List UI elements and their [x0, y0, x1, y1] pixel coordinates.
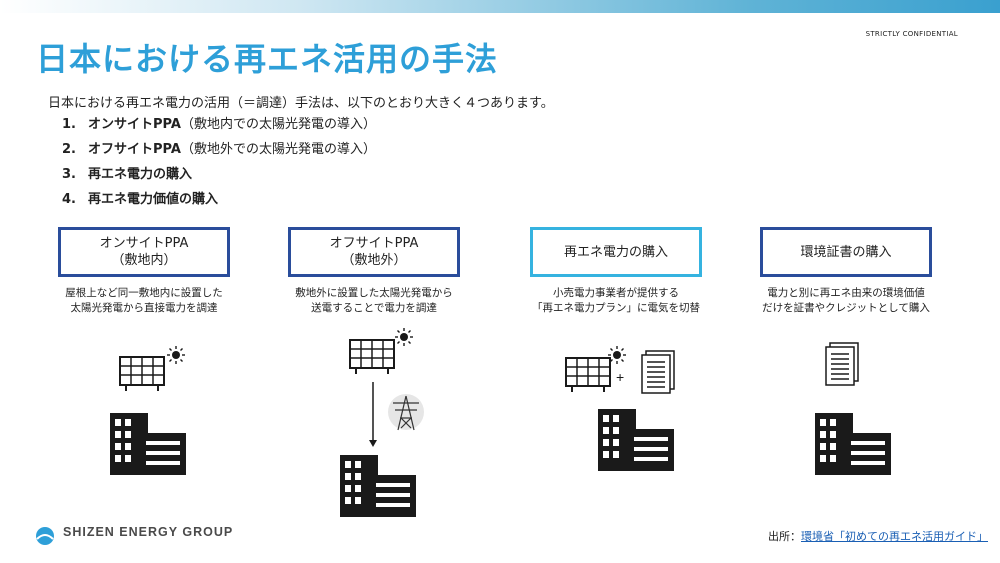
card-description: 屋根上など同一敷地内に設置した太陽光発電から直接電力を調達: [65, 287, 223, 314]
source-citation: 出所：環境省「初めての再エネ活用ガイド」: [768, 528, 988, 544]
card-description: 電力と別に再エネ由来の環境価値だけを証書やクレジットとして購入: [762, 287, 930, 314]
source-label: 出所：: [768, 530, 801, 543]
top-gradient-bar: [0, 0, 1000, 13]
sun-icon: [166, 345, 186, 365]
card-green-power-purchase: 再エネ電力の購入: [530, 227, 702, 277]
card-title: オンサイトPPA: [99, 236, 189, 251]
company-logo: SHIZEN ENERGY GROUP: [57, 525, 233, 539]
card-description: 敷地外に設置した太陽光発電から送電することで電力を調達: [295, 287, 453, 314]
card-title: 環境証書の購入: [800, 244, 892, 260]
card-onsite-ppa: オンサイトPPA （敷地内）: [58, 227, 230, 277]
plus-sign: +: [616, 369, 624, 385]
source-link[interactable]: 環境省「初めての再エネ活用ガイド」: [801, 530, 988, 543]
transmission-tower-icon: [388, 394, 424, 431]
methods-list: 1.オンサイトPPA（敷地内での太陽光発電の導入） 2.オフサイトPPA（敷地外…: [62, 114, 376, 214]
card-title: オフサイトPPA: [329, 236, 419, 251]
list-item: 3.再エネ電力の購入: [62, 167, 193, 182]
building-icon: [598, 409, 674, 471]
list-item: 1.オンサイトPPA（敷地内での太陽光発電の導入）: [62, 117, 376, 132]
sun-icon: [607, 345, 627, 365]
page-title: 日本における再エネ活用の手法: [36, 40, 499, 78]
document-icon: [825, 342, 859, 386]
logo-icon: [36, 527, 54, 545]
document-icon: [641, 350, 675, 394]
arrow-down-icon: [369, 382, 377, 447]
sun-icon: [394, 327, 414, 347]
logo-text: SHIZEN ENERGY GROUP: [63, 525, 234, 539]
solar-panel-icon: [349, 339, 395, 375]
building-icon: [110, 413, 186, 475]
intro-text: 日本における再エネ電力の活用（＝調達）手法は、以下のとおり大きく４つあります。: [48, 96, 554, 111]
confidential-label: STRICTLY CONFIDENTIAL: [865, 30, 958, 38]
solar-panel-icon: [565, 357, 611, 393]
card-subtitle: （敷地外）: [341, 253, 407, 268]
building-icon: [340, 455, 416, 517]
solar-panel-icon: [119, 356, 165, 392]
building-icon: [815, 413, 891, 475]
card-subtitle: （敷地内）: [111, 253, 177, 268]
card-title: 再エネ電力の購入: [563, 244, 668, 260]
card-offsite-ppa: オフサイトPPA （敷地外）: [288, 227, 460, 277]
card-description: 小売電力事業者が提供する「再エネ電力プラン」に電気を切替: [532, 287, 700, 314]
list-item: 2.オフサイトPPA（敷地外での太陽光発電の導入）: [62, 142, 376, 157]
list-item: 4.再エネ電力価値の購入: [62, 192, 219, 207]
card-certificate-purchase: 環境証書の購入: [760, 227, 932, 277]
